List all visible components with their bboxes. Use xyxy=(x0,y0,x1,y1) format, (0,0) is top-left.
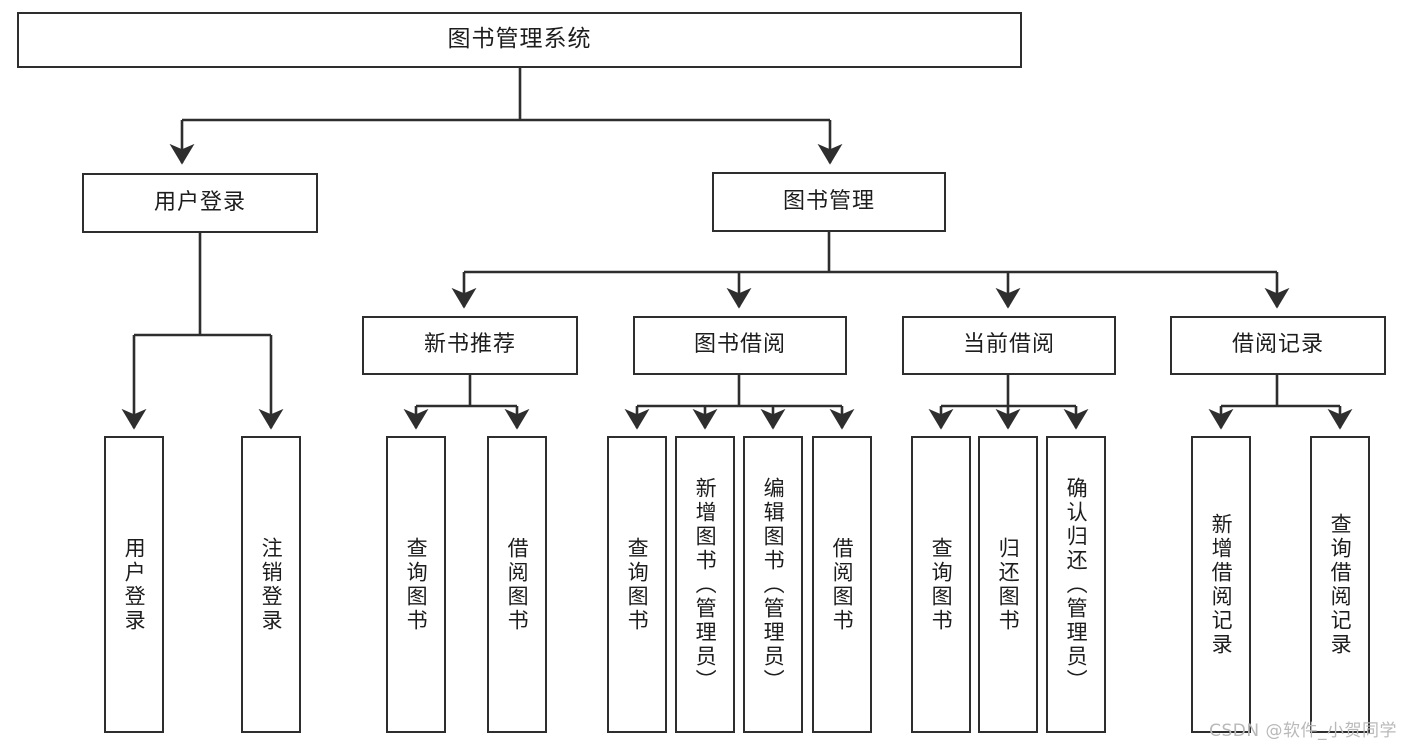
csdn-watermark: CSDN @软件_小贺同学 xyxy=(1209,721,1397,741)
node-leaf-query-book-1[interactable]: 查询图书 xyxy=(386,436,446,733)
node-new-book-recommend[interactable]: 新书推荐 xyxy=(362,316,578,375)
node-leaf-return-book[interactable]: 归还图书 xyxy=(978,436,1038,733)
node-leaf-query-book-2[interactable]: 查询图书 xyxy=(607,436,667,733)
node-user-login[interactable]: 用户登录 xyxy=(82,173,318,233)
node-book-manage[interactable]: 图书管理 xyxy=(712,172,946,232)
node-leaf-user-login[interactable]: 用户登录 xyxy=(104,436,164,733)
node-borrow-record[interactable]: 借阅记录 xyxy=(1170,316,1386,375)
node-leaf-add-book[interactable]: 新增图书（管理员） xyxy=(675,436,735,733)
node-leaf-confirm-return[interactable]: 确认归还（管理员） xyxy=(1046,436,1106,733)
node-root[interactable]: 图书管理系统 xyxy=(17,12,1022,68)
node-leaf-add-record[interactable]: 新增借阅记录 xyxy=(1191,436,1251,733)
node-leaf-logout-login[interactable]: 注销登录 xyxy=(241,436,301,733)
node-current-borrow[interactable]: 当前借阅 xyxy=(902,316,1116,375)
node-leaf-borrow-book-1[interactable]: 借阅图书 xyxy=(487,436,547,733)
node-book-borrow[interactable]: 图书借阅 xyxy=(633,316,847,375)
node-leaf-query-book-3[interactable]: 查询图书 xyxy=(911,436,971,733)
node-leaf-query-record[interactable]: 查询借阅记录 xyxy=(1310,436,1370,733)
node-leaf-borrow-book-2[interactable]: 借阅图书 xyxy=(812,436,872,733)
node-leaf-edit-book[interactable]: 编辑图书（管理员） xyxy=(743,436,803,733)
